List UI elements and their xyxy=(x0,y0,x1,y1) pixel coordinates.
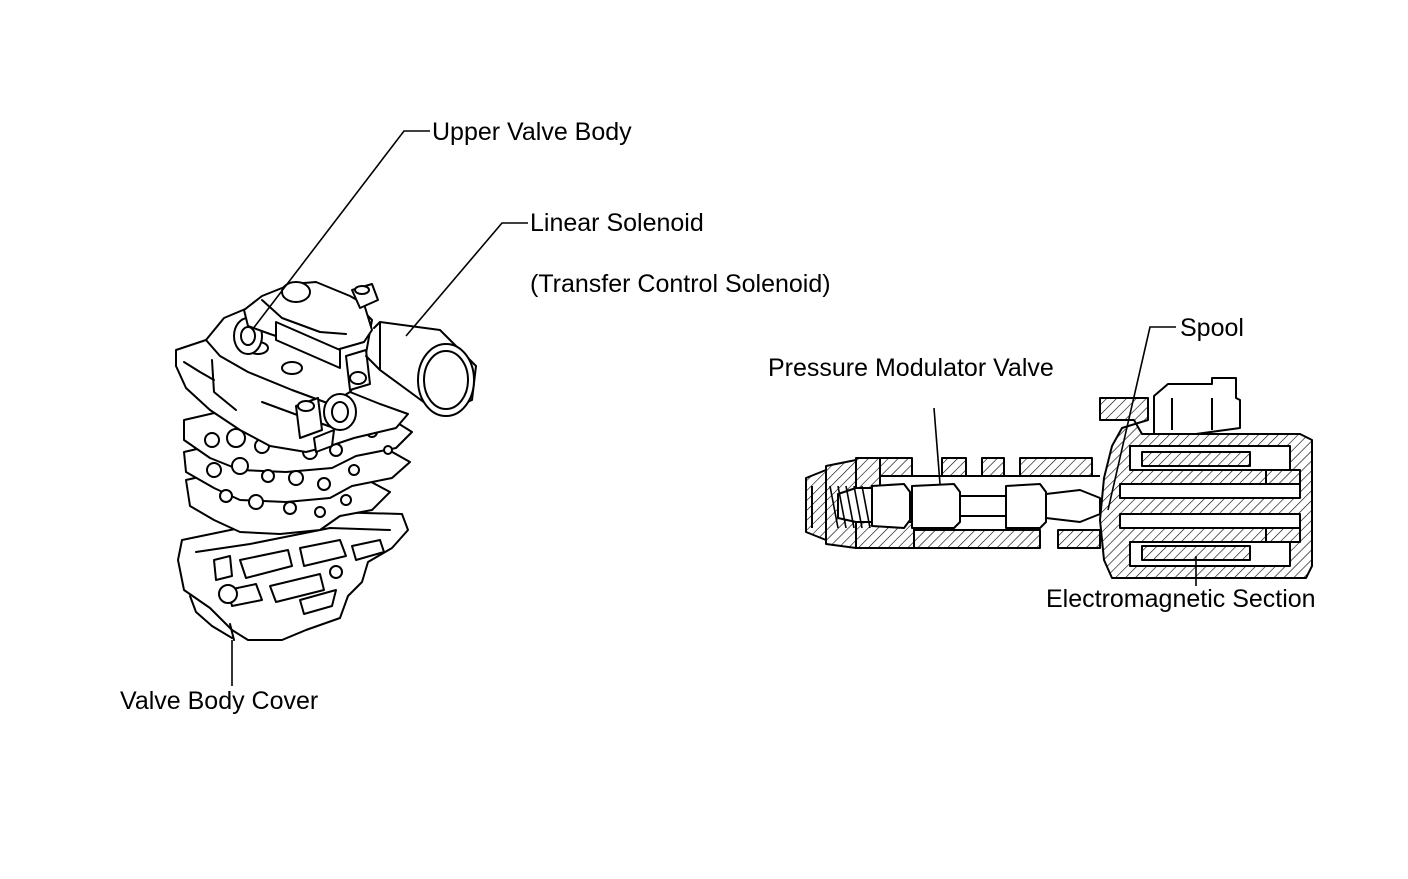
label-electromagnetic-section: Electromagnetic Section xyxy=(1046,585,1316,613)
spring-drawing xyxy=(829,485,871,529)
leader-linear-solenoid xyxy=(405,222,528,337)
label-pressure-modulator-valve: Pressure Modulator Valve xyxy=(768,354,1054,382)
label-linear-solenoid: Linear Solenoid xyxy=(530,209,704,237)
valve-body-cover-drawing xyxy=(177,511,409,641)
leader-pressure-modulator-valve xyxy=(933,407,941,485)
label-upper-valve-body: Upper Valve Body xyxy=(432,118,632,146)
linear-solenoid-drawing xyxy=(243,281,477,417)
solenoid-cross-section-drawing xyxy=(805,377,1313,579)
electromagnetic-housing-drawing xyxy=(1099,377,1313,579)
end-cap-drawing xyxy=(805,459,857,549)
label-transfer-control-solenoid: (Transfer Control Solenoid) xyxy=(530,270,831,298)
leader-spool xyxy=(1107,326,1176,511)
leader-lines xyxy=(231,130,1197,686)
label-spool: Spool xyxy=(1180,314,1244,342)
label-valve-body-cover: Valve Body Cover xyxy=(120,687,319,715)
leader-upper-valve-body xyxy=(251,130,430,331)
valve-body-assembly-drawing xyxy=(175,281,477,641)
